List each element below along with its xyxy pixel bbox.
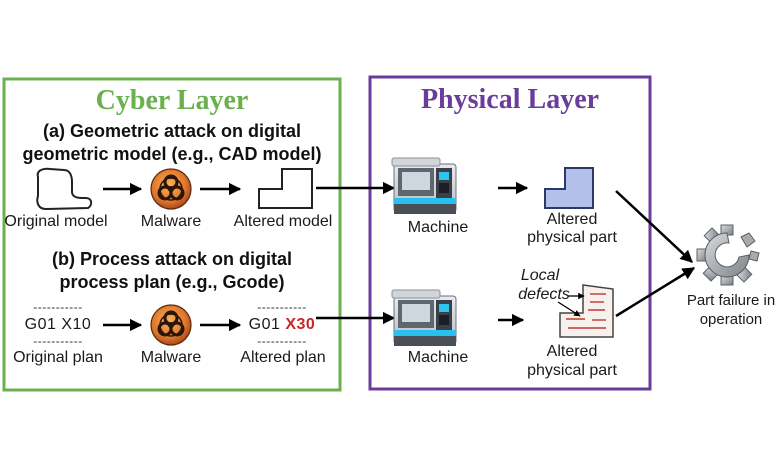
gcode-original-dashes-bottom: ----------- — [33, 334, 83, 348]
malware-label-b: Malware — [140, 349, 202, 366]
gcode-altered-dashes-top: ----------- — [257, 300, 307, 314]
cnc-machine-icon — [391, 157, 457, 214]
cyber-layer-title: Cyber Layer — [95, 85, 249, 116]
malware-label-a: Malware — [140, 213, 202, 230]
altered-part-a-line2: physical part — [527, 229, 617, 246]
cyber-layer-frame — [2, 77, 342, 392]
heading-a-line2: geometric model (e.g., CAD model) — [22, 144, 322, 164]
local-defects-line2: defects — [518, 286, 570, 303]
altered-plan-label: Altered plan — [240, 349, 326, 366]
physical-layer-title: Physical Layer — [420, 84, 600, 115]
arrow-part-b-to-failure — [615, 266, 696, 318]
failure-label-line2: operation — [699, 311, 763, 328]
altered-model-shape — [258, 168, 313, 209]
broken-gear-icon — [696, 224, 760, 286]
gcode-altered: G01 X30 — [249, 317, 316, 333]
local-defects-line1: Local — [520, 267, 560, 284]
gcode-original: G01 X10 — [24, 316, 92, 333]
heading-a-line1: (a) Geometric attack on digital — [42, 121, 302, 141]
heading-b-line2: process plan (e.g., Gcode) — [59, 272, 285, 292]
defect-pointer-2 — [557, 301, 581, 317]
altered-model-label: Altered model — [233, 213, 333, 230]
original-model-label: Original model — [4, 213, 108, 230]
altered-part-a-line1: Altered — [546, 211, 598, 228]
heading-b-line1: (b) Process attack on digital — [51, 249, 293, 269]
original-model-shape — [36, 167, 93, 211]
gcode-altered-prefix: G01 — [248, 316, 286, 333]
altered-part-b-line1: Altered — [546, 343, 598, 360]
physical-layer-frame — [368, 75, 652, 391]
gcode-original-dashes-top: ----------- — [33, 300, 83, 314]
machine-label-b: Machine — [407, 349, 469, 366]
biohazard-icon — [150, 304, 192, 346]
failure-label-line1: Part failure in — [686, 292, 776, 309]
arrow-part-a-to-failure — [615, 190, 693, 263]
altered-part-a-shape — [544, 167, 594, 209]
biohazard-icon — [150, 168, 192, 210]
cnc-machine-icon — [391, 289, 457, 346]
gcode-altered-dashes-bottom: ----------- — [257, 334, 307, 348]
original-plan-label: Original plan — [13, 349, 103, 366]
altered-part-b-shape — [559, 284, 614, 338]
altered-part-b-line2: physical part — [527, 362, 617, 379]
machine-label-a: Machine — [407, 219, 469, 236]
gcode-altered-value: X30 — [285, 316, 316, 333]
